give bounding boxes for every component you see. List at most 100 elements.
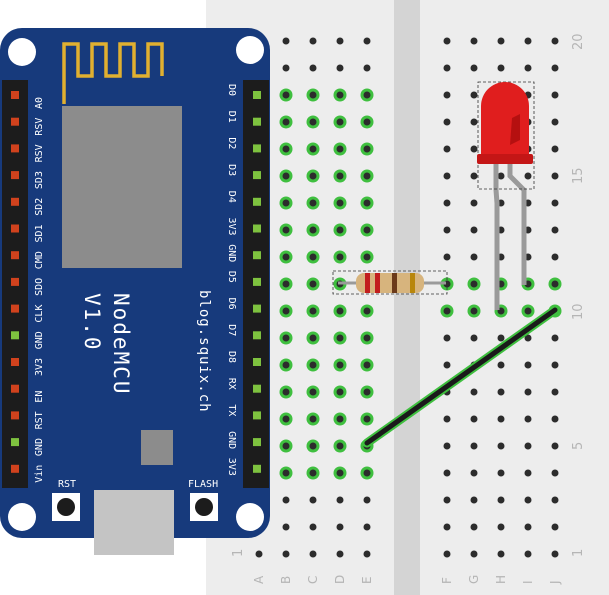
breadboard-hole (363, 253, 371, 261)
breadboard-hole (470, 64, 478, 72)
breadboard-hole (282, 307, 290, 315)
breadboard-hole (309, 334, 317, 342)
breadboard-hole (309, 118, 317, 126)
breadboard-hole (363, 361, 371, 369)
breadboard-hole (551, 64, 559, 72)
breadboard-hole (363, 37, 371, 45)
usb-port (94, 490, 174, 555)
right-pin (253, 331, 261, 340)
breadboard-hole (309, 469, 317, 477)
col-label: F (440, 577, 454, 584)
breadboard-hole (336, 334, 344, 342)
col-label: I (521, 580, 535, 584)
breadboard-hole (443, 91, 451, 99)
breadboard-hole (336, 118, 344, 126)
breadboard-hole (309, 550, 317, 558)
right-pin (253, 438, 261, 447)
breadboard-hole (443, 334, 451, 342)
right-pin-label: GND (226, 244, 237, 262)
breadboard-hole (309, 496, 317, 504)
breadboard-hole (363, 172, 371, 180)
breadboard-hole (551, 361, 559, 369)
resistor-selection-box (332, 270, 448, 295)
breadboard-hole (551, 172, 559, 180)
breadboard-hole (470, 280, 478, 288)
breadboard-hole (443, 172, 451, 180)
breadboard-hole (336, 226, 344, 234)
left-pin (11, 144, 19, 153)
left-pin (11, 277, 19, 286)
breadboard-hole (443, 415, 451, 423)
left-pin (11, 304, 19, 313)
breadboard-hole (443, 118, 451, 126)
left-pin (11, 251, 19, 260)
breadboard-hole (336, 91, 344, 99)
resistor-band (375, 273, 380, 293)
breadboard-hole (336, 253, 344, 261)
breadboard-hole (309, 226, 317, 234)
right-pin-label: D7 (226, 324, 237, 336)
breadboard-hole (551, 469, 559, 477)
resistor-body (356, 273, 424, 293)
col-label: D (333, 575, 347, 584)
right-pin (253, 144, 261, 153)
breadboard-hole (470, 523, 478, 531)
breadboard-hole (551, 550, 559, 558)
breadboard-hole (336, 388, 344, 396)
breadboard-hole (524, 361, 532, 369)
right-pin-label: D6 (226, 298, 237, 310)
right-pin-label: D4 (226, 191, 237, 203)
left-pin (11, 464, 19, 473)
breadboard-hole (551, 496, 559, 504)
breadboard-hole (336, 469, 344, 477)
led-selection-box (477, 81, 535, 190)
breadboard-hole (309, 253, 317, 261)
breadboard-hole (363, 91, 371, 99)
breadboard-hole (551, 226, 559, 234)
row-label: 20 (571, 33, 586, 50)
breadboard-hole (524, 172, 532, 180)
breadboard-hole (497, 388, 505, 396)
right-pin (253, 117, 261, 126)
row-label: 1 (571, 549, 586, 557)
mount-hole-icon (8, 38, 36, 66)
breadboard-hole (363, 388, 371, 396)
breadboard-hole (524, 469, 532, 477)
breadboard-hole (497, 37, 505, 45)
right-pin (253, 224, 261, 233)
flash-button-cap[interactable] (195, 498, 213, 516)
breadboard-hole (363, 199, 371, 207)
left-pin (11, 358, 19, 366)
breadboard-hole (282, 550, 290, 558)
rst-button-cap[interactable] (57, 498, 75, 516)
left-pin (11, 117, 19, 126)
breadboard-hole (443, 199, 451, 207)
col-label: H (494, 575, 508, 584)
breadboard-hole (551, 199, 559, 207)
breadboard-hole (282, 172, 290, 180)
breadboard-hole (363, 550, 371, 558)
breadboard-hole (443, 145, 451, 153)
breadboard-hole (336, 172, 344, 180)
breadboard-hole (470, 199, 478, 207)
breadboard-hole (282, 280, 290, 288)
row-label: 10 (571, 303, 586, 320)
right-pin-label: GND (226, 431, 237, 449)
breadboard-hole (282, 64, 290, 72)
right-pin (253, 91, 261, 99)
left-pin (11, 91, 19, 99)
left-pin (11, 331, 19, 340)
left-pin (11, 384, 19, 393)
breadboard-hole (551, 523, 559, 531)
breadboard-hole (309, 442, 317, 450)
breadboard-hole (551, 415, 559, 423)
breadboard-hole (524, 307, 532, 315)
breadboard-hole (524, 523, 532, 531)
breadboard-hole (470, 37, 478, 45)
left-pin-label: CMD (34, 251, 45, 269)
left-pin-label: RSV (34, 118, 45, 136)
board-title: NodeMCU (109, 293, 133, 396)
right-pin-label: D1 (226, 111, 237, 123)
breadboard-hole (282, 145, 290, 153)
left-pin-label: SD3 (34, 171, 45, 189)
